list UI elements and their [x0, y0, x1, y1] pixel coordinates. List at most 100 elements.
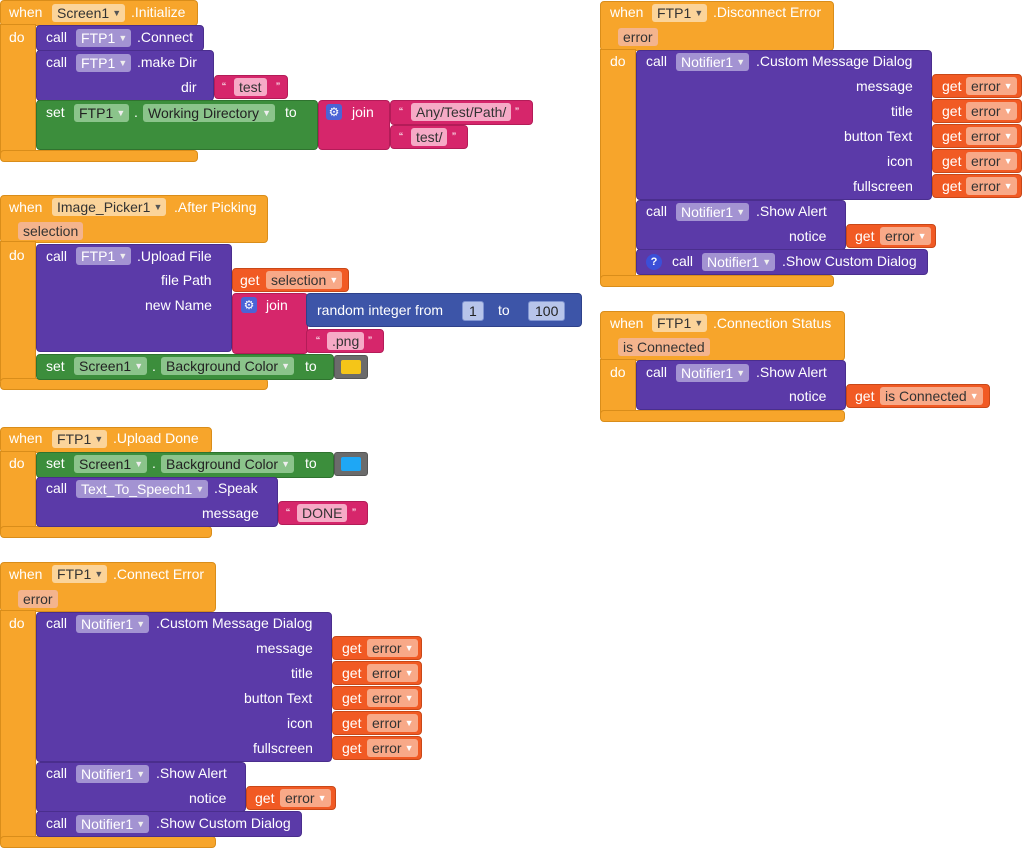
component-dropdown[interactable]: FTP1▼: [52, 430, 108, 448]
do-keyword: do: [9, 29, 25, 45]
get-keyword: get: [342, 665, 362, 681]
component-dropdown[interactable]: Notifier1▼: [76, 765, 150, 783]
chevron-down-icon: ▼: [404, 743, 414, 753]
component-dropdown[interactable]: FTP1▼: [74, 104, 130, 122]
component-dropdown[interactable]: Screen1▼: [74, 455, 148, 473]
variable-dropdown[interactable]: error▼: [280, 789, 331, 807]
component-dropdown[interactable]: Screen1▼: [74, 357, 148, 375]
get-keyword: get: [942, 153, 962, 169]
text-value[interactable]: .png: [327, 332, 365, 350]
color-swatch: [341, 360, 361, 374]
component-dropdown[interactable]: Notifier1▼: [76, 815, 150, 833]
component-dropdown[interactable]: Image_Picker1▼: [52, 198, 167, 216]
method-name: .Custom Message Dialog: [156, 615, 313, 631]
arg-label: notice: [789, 388, 827, 404]
number-from[interactable]: 1: [462, 301, 484, 321]
chevron-down-icon: ▼: [136, 769, 146, 779]
get-keyword: get: [942, 103, 962, 119]
variable-dropdown[interactable]: error▼: [367, 664, 418, 682]
event-parameter[interactable]: error: [18, 590, 58, 608]
method-name: .Show Custom Dialog: [782, 253, 917, 269]
do-keyword: do: [610, 364, 626, 380]
variable-dropdown[interactable]: error▼: [367, 739, 418, 757]
gear-icon[interactable]: ⚙: [326, 104, 342, 120]
help-icon[interactable]: ?: [646, 254, 662, 270]
component-dropdown[interactable]: Text_To_Speech1▼: [76, 480, 209, 498]
gear-icon[interactable]: ⚙: [241, 297, 257, 313]
chevron-down-icon: ▼: [694, 8, 704, 18]
call-keyword: call: [646, 364, 668, 380]
call-notifier-custom-message-dialog[interactable]: [36, 612, 332, 762]
chevron-down-icon: ▼: [1003, 131, 1013, 141]
text-value[interactable]: test/: [411, 128, 448, 146]
property-dropdown[interactable]: Background Color▼: [161, 357, 295, 375]
variable-dropdown[interactable]: error▼: [966, 152, 1017, 170]
variable-dropdown[interactable]: error▼: [367, 689, 418, 707]
call-keyword: call: [46, 765, 68, 781]
arg-label: file Path: [161, 272, 212, 288]
component-dropdown[interactable]: Notifier1▼: [676, 364, 750, 382]
variable-dropdown[interactable]: error▼: [966, 102, 1017, 120]
component-dropdown[interactable]: Notifier1▼: [676, 53, 750, 71]
when-keyword: when: [9, 430, 43, 446]
component-dropdown[interactable]: FTP1▼: [76, 29, 132, 47]
variable-dropdown[interactable]: error▼: [880, 227, 931, 245]
call-notifier-show-custom-dialog[interactable]: [636, 249, 928, 275]
component-dropdown[interactable]: Notifier1▼: [702, 253, 776, 271]
arg-label: fullscreen: [853, 178, 913, 194]
property-dropdown[interactable]: Background Color▼: [161, 455, 295, 473]
component-dropdown[interactable]: FTP1▼: [652, 4, 708, 22]
component-dropdown[interactable]: Screen1▼: [52, 4, 126, 22]
join-keyword: join: [352, 104, 374, 120]
component-dropdown[interactable]: Notifier1▼: [76, 615, 150, 633]
do-keyword: do: [9, 247, 25, 263]
component-dropdown[interactable]: FTP1▼: [76, 247, 132, 265]
component-dropdown[interactable]: Notifier1▼: [676, 203, 750, 221]
set-keyword: set: [46, 455, 65, 471]
property-dropdown[interactable]: Working Directory▼: [143, 104, 275, 122]
call-keyword: call: [46, 615, 68, 631]
text-value[interactable]: test: [234, 78, 267, 96]
component-dropdown[interactable]: FTP1▼: [76, 54, 132, 72]
variable-dropdown[interactable]: error▼: [367, 639, 418, 657]
component-dropdown[interactable]: FTP1▼: [52, 565, 108, 583]
when-keyword: when: [610, 4, 644, 20]
arg-label: message: [856, 78, 913, 94]
method-name: .Show Alert: [756, 364, 827, 380]
do-keyword: do: [9, 615, 25, 631]
get-keyword: get: [942, 78, 962, 94]
color-swatch: [341, 457, 361, 471]
arg-label: notice: [189, 790, 227, 806]
method-name: .Upload File: [137, 248, 212, 264]
event-name: .Connect Error: [113, 566, 205, 582]
event-name: .Initialize: [131, 4, 186, 20]
when-keyword: when: [9, 566, 43, 582]
chevron-down-icon: ▼: [153, 202, 163, 212]
call-notifier-custom-message-dialog[interactable]: [636, 50, 932, 200]
chevron-down-icon: ▼: [1003, 81, 1013, 91]
variable-dropdown[interactable]: error▼: [966, 127, 1017, 145]
quote-icon: “: [286, 506, 290, 520]
event-parameter[interactable]: error: [618, 28, 658, 46]
number-to[interactable]: 100: [528, 301, 566, 321]
quote-icon: “: [316, 334, 320, 348]
variable-dropdown[interactable]: error▼: [966, 177, 1017, 195]
variable-dropdown[interactable]: is Connected▼: [880, 387, 983, 405]
event-parameter[interactable]: is Connected: [618, 338, 710, 356]
chevron-down-icon: ▼: [195, 484, 205, 494]
call-keyword: call: [46, 248, 68, 264]
component-dropdown[interactable]: FTP1▼: [652, 314, 708, 332]
dot-separator: .: [134, 104, 138, 120]
text-value[interactable]: DONE: [297, 504, 348, 522]
call-ftp-upload-file[interactable]: [36, 244, 232, 352]
text-value[interactable]: Any/Test/Path/: [411, 103, 512, 121]
variable-dropdown[interactable]: error▼: [367, 714, 418, 732]
get-keyword: get: [855, 228, 875, 244]
variable-dropdown[interactable]: selection▼: [266, 271, 343, 289]
random-label: random integer from: [317, 302, 444, 318]
event-parameter[interactable]: selection: [18, 222, 84, 240]
variable-dropdown[interactable]: error▼: [966, 77, 1017, 95]
random-integer-block[interactable]: [306, 293, 582, 327]
chevron-down-icon: ▼: [134, 361, 144, 371]
call-keyword: call: [646, 203, 668, 219]
